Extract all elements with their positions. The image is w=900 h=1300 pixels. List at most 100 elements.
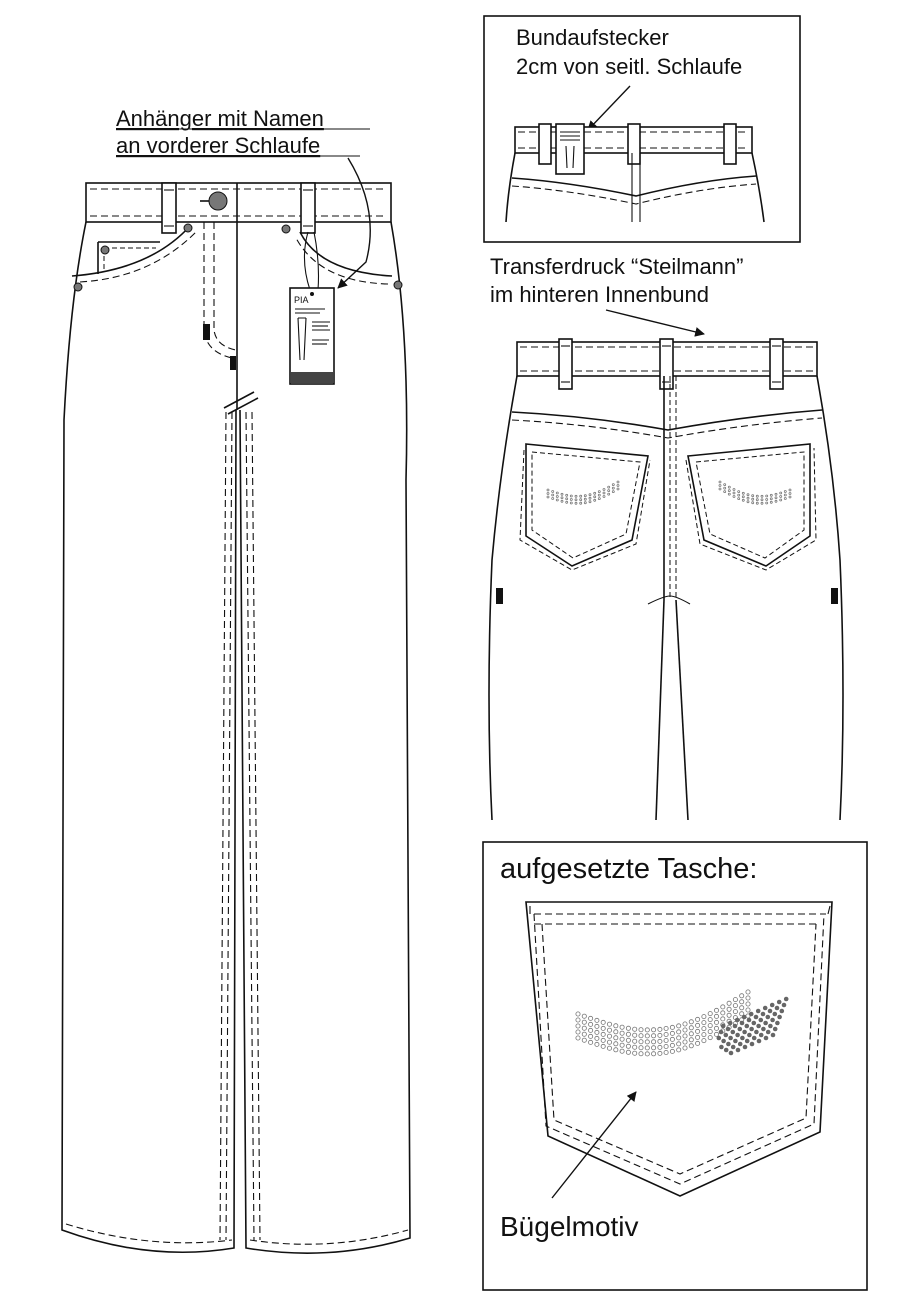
motif-dot — [581, 1025, 587, 1031]
motif-dot — [751, 501, 755, 505]
motif-dot — [744, 1023, 750, 1029]
motif-dot — [774, 1005, 780, 1011]
motif-dot — [676, 1041, 682, 1047]
motif-dot — [657, 1032, 663, 1038]
motif-dot — [607, 1033, 613, 1039]
motif-dot — [737, 493, 741, 497]
motif-dot — [725, 1026, 731, 1032]
motif-dot — [638, 1051, 644, 1057]
motif-dot — [765, 494, 769, 498]
motif-dot — [619, 1048, 625, 1054]
front-view: PIA — [61, 182, 411, 1254]
motif-dot — [754, 1029, 759, 1035]
transfer-print-label-2: im hinteren Innenbund — [490, 282, 709, 307]
motif-dot — [574, 494, 578, 498]
motif-dot — [749, 1041, 755, 1047]
motif-dot — [781, 1002, 787, 1008]
motif-dot — [607, 1039, 613, 1045]
motif-dot — [783, 996, 789, 1002]
motif-dot — [546, 492, 550, 495]
motif-dot — [569, 498, 573, 501]
motif-dot — [688, 1031, 694, 1037]
motif-dot — [746, 496, 750, 500]
motif-dot — [583, 501, 587, 505]
motif-dot — [588, 496, 592, 500]
motif-dot — [663, 1044, 669, 1050]
motif-dot — [682, 1039, 688, 1045]
motif-dot — [726, 1012, 732, 1018]
motif-dot — [749, 1026, 754, 1032]
motif-dot — [607, 485, 611, 489]
motif-dot — [769, 1002, 775, 1008]
motif-dot — [765, 498, 769, 501]
motif-dot — [551, 497, 555, 500]
motif-dot — [588, 1027, 594, 1033]
motif-dot — [745, 995, 751, 1001]
motif-dot — [619, 1030, 625, 1036]
back-pocket-motif-left — [546, 480, 620, 505]
motif-dot — [613, 1023, 619, 1029]
motif-dot — [745, 989, 751, 995]
motif-dot — [701, 1032, 707, 1038]
motif-dot — [723, 1047, 729, 1053]
motif-dot — [734, 1017, 740, 1023]
motif-dot — [695, 1034, 701, 1040]
motif-dot — [676, 1035, 682, 1041]
motif-dot — [739, 993, 745, 999]
motif-dot — [760, 1011, 766, 1017]
motif-dot — [751, 497, 755, 501]
motif-dot — [776, 999, 782, 1005]
motif-dot — [588, 1033, 594, 1039]
motif-dot — [579, 501, 583, 505]
motif-dot — [755, 501, 759, 505]
motif-dot — [774, 499, 778, 503]
motif-dot — [682, 1021, 688, 1027]
motif-dot — [600, 1043, 606, 1049]
motif-dot — [739, 1005, 745, 1011]
front-belt-loop-left — [161, 182, 177, 234]
motif-dot — [788, 488, 792, 492]
motif-dot — [575, 1011, 581, 1017]
motif-dot — [583, 497, 587, 501]
motif-dot — [583, 494, 587, 498]
motif-dot — [574, 498, 578, 502]
motif-dot — [600, 1025, 606, 1031]
motif-dot — [579, 498, 583, 502]
motif-dot — [663, 1050, 669, 1056]
motif-dot — [726, 1000, 732, 1006]
motif-dot — [739, 1020, 745, 1026]
motif-dot — [616, 484, 620, 487]
motif-dot — [619, 1036, 625, 1042]
motif-dot — [739, 1011, 745, 1017]
motif-dot — [611, 486, 615, 490]
motif-dot — [657, 1026, 663, 1032]
motif-dot — [588, 1021, 594, 1027]
motif-dot — [714, 1025, 720, 1031]
motif-dot — [594, 1035, 600, 1041]
motif-dot — [695, 1028, 701, 1034]
motif-dot — [756, 1023, 761, 1029]
motif-dot — [560, 492, 564, 496]
motif-dot — [565, 493, 569, 497]
motif-dot — [755, 494, 759, 498]
motif-dot — [551, 493, 555, 497]
motif-dot — [546, 495, 550, 499]
motif-dot — [751, 494, 755, 498]
motif-dot — [745, 1001, 751, 1007]
motif-dot — [748, 1011, 754, 1017]
motif-dot — [716, 1035, 722, 1041]
motif-dot — [546, 488, 550, 492]
motif-dot — [611, 490, 615, 494]
front-hangtag-label-1: Anhänger mit Namen — [116, 106, 324, 131]
motif-dot — [779, 491, 783, 495]
back-pocket-motif-right — [718, 480, 792, 505]
motif-dot — [565, 500, 569, 504]
motif-dot — [602, 495, 606, 498]
motif-dot — [575, 1029, 581, 1035]
motif-dot — [726, 1006, 732, 1012]
motif-dot — [720, 1016, 726, 1022]
motif-dot — [753, 1014, 759, 1020]
motif-dot — [761, 1026, 766, 1032]
motif-dot — [632, 1038, 638, 1044]
motif-dot — [632, 1044, 638, 1050]
